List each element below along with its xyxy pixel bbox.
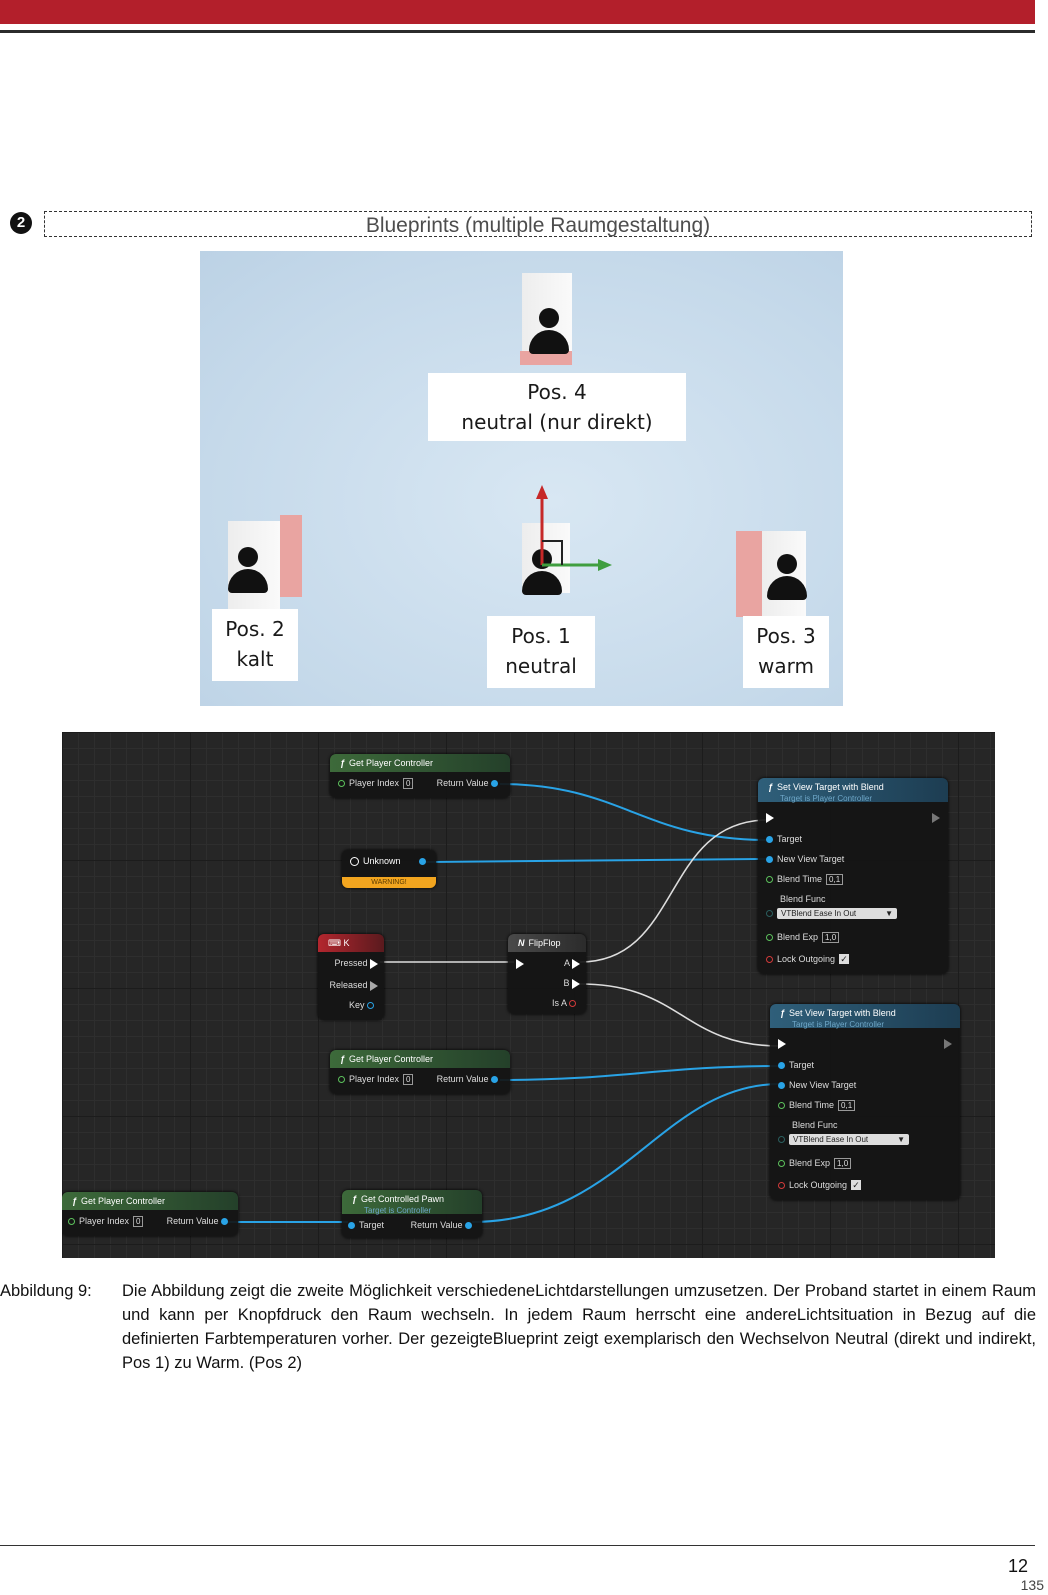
exec-pin-icon <box>944 1038 952 1049</box>
pin-icon <box>766 934 773 942</box>
dropdown-arrow-icon: ▼ <box>897 1135 905 1144</box>
exec-pin-icon <box>516 958 524 969</box>
header-rule <box>0 30 1035 33</box>
caption-text: Die Abbildung zeigt die zweite Möglichke… <box>122 1282 1036 1372</box>
pin-icon <box>766 956 773 964</box>
pin-icon <box>221 1218 228 1226</box>
exec-pin-icon <box>778 1038 786 1049</box>
flipflop-icon: N <box>518 938 525 948</box>
section-number-badge: 2 <box>10 212 32 234</box>
pin-icon <box>778 1160 785 1168</box>
footer-rule <box>0 1545 1035 1546</box>
pin-icon <box>465 1222 472 1230</box>
warning-badge: WARNING! <box>342 877 436 888</box>
pos4-label: Pos. 4 neutral (nur direkt) <box>428 373 686 441</box>
pin-icon <box>569 1000 576 1008</box>
pin-icon <box>367 1002 374 1010</box>
dropdown-arrow-icon: ▼ <box>885 909 893 918</box>
blend-func-select[interactable]: VTBlend Ease In Out ▼ <box>789 1134 909 1145</box>
lock-outgoing-checkbox[interactable]: ✓ <box>851 1180 862 1190</box>
pin-icon <box>778 1102 785 1110</box>
exec-pin-icon <box>370 958 378 969</box>
pin-icon <box>766 836 773 844</box>
caption-label: Abbildung 9: <box>0 1282 92 1300</box>
transform-gizmo-icon <box>536 485 612 571</box>
pin-icon <box>778 1082 785 1090</box>
unknown-node[interactable]: Unknown WARNING! <box>342 850 436 888</box>
exec-pin-icon <box>766 812 774 823</box>
person-icon <box>228 547 268 593</box>
pin-icon <box>338 780 345 788</box>
lock-outgoing-checkbox[interactable]: ✓ <box>839 954 850 964</box>
blueprint-wires <box>222 783 781 1223</box>
section-title-box: Blueprints (multiple Raumgestaltung) <box>44 211 1032 237</box>
key-event-node[interactable]: ⌨ K Pressed Released Key <box>318 934 384 1020</box>
exec-pin-icon <box>370 980 378 991</box>
pin-icon <box>766 876 773 884</box>
exec-pin-icon <box>572 978 580 989</box>
pin-icon <box>338 1076 345 1084</box>
header-red-bar <box>0 0 1035 24</box>
pin-icon <box>68 1218 75 1226</box>
person-icon <box>767 554 807 600</box>
section-title: Blueprints (multiple Raumgestaltung) <box>365 214 711 237</box>
blend-func-select[interactable]: VTBlend Ease In Out ▼ <box>777 908 897 919</box>
circle-icon <box>350 857 359 867</box>
pin-icon <box>778 1182 785 1190</box>
pos2-label: Pos. 2 kalt <box>212 609 298 681</box>
pin-icon <box>348 1222 355 1230</box>
pin-icon <box>491 1076 498 1084</box>
page-sub-number: 135 <box>1020 1577 1044 1593</box>
pos3-label: Pos. 3 warm <box>743 616 829 688</box>
pin-icon <box>419 858 426 866</box>
pin-icon <box>766 856 773 864</box>
exec-pin-icon <box>932 812 940 823</box>
pos1-label: Pos. 1 neutral <box>487 616 595 688</box>
page-number: 12 <box>1007 1556 1028 1576</box>
person-icon <box>529 308 569 354</box>
person-icon <box>522 549 562 595</box>
pin-icon <box>778 1062 785 1070</box>
scene-image: Pos. 4 neutral (nur direkt) Pos. 2 kalt … <box>200 251 843 706</box>
pin-icon <box>491 780 498 788</box>
exec-pin-icon <box>572 958 580 969</box>
keyboard-icon: ⌨ <box>328 938 344 948</box>
room-block-pos2 <box>228 521 280 611</box>
room-block-pos3 <box>736 531 764 617</box>
pin-icon <box>778 1136 785 1144</box>
pin-icon <box>766 910 773 918</box>
